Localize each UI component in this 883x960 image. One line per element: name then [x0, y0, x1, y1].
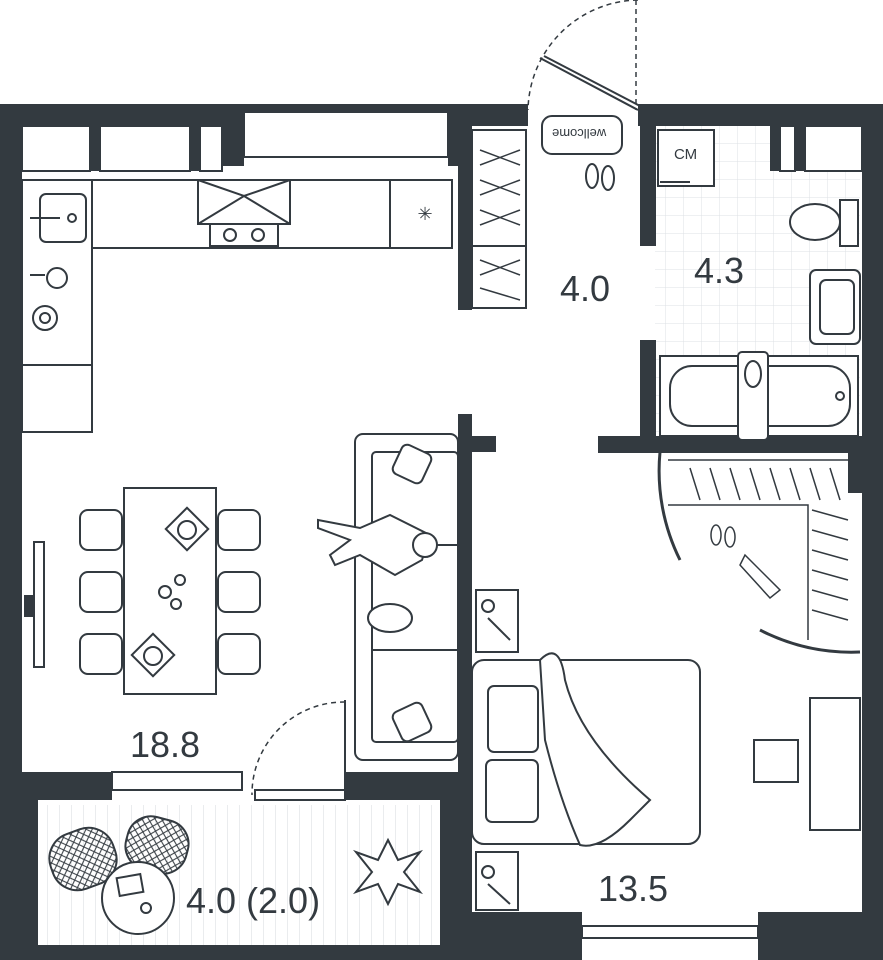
doormat — [541, 115, 623, 155]
walls — [0, 104, 883, 960]
balcony-table — [101, 861, 175, 935]
toilet — [789, 203, 841, 241]
windows — [21, 111, 863, 939]
hall-wardrobe — [471, 129, 527, 309]
nightstand-top — [475, 589, 519, 653]
washer-label: СМ — [674, 146, 698, 163]
desk — [809, 697, 861, 831]
walk-in-wardrobe — [668, 459, 849, 640]
sofa — [354, 433, 459, 761]
slippers — [585, 163, 615, 191]
area-hall: 4.0 — [560, 268, 611, 309]
rug-box — [753, 739, 799, 783]
balcony-furniture — [48, 815, 424, 935]
dining-set — [79, 487, 261, 695]
range-hood — [197, 179, 291, 225]
nightstand-bottom — [475, 851, 519, 911]
person-figure — [317, 513, 438, 577]
doormat-text: wellcome — [552, 126, 607, 141]
bedroom-furniture — [471, 589, 861, 911]
balcony-chair-left — [48, 826, 118, 892]
doors — [251, 0, 861, 796]
area-bedroom: 13.5 — [598, 868, 669, 909]
area-balcony: 4.0 (2.0) — [186, 880, 321, 921]
hob-burner — [46, 267, 68, 289]
tv — [33, 541, 45, 668]
bathroom-fixtures — [657, 129, 861, 441]
area-living-kitchen: 18.8 — [130, 724, 201, 765]
kitchen — [21, 179, 453, 433]
area-bathroom: 4.3 — [694, 250, 745, 291]
washing-machine — [657, 129, 715, 187]
fridge-icon: ✳ — [417, 204, 432, 225]
plant — [352, 837, 424, 907]
